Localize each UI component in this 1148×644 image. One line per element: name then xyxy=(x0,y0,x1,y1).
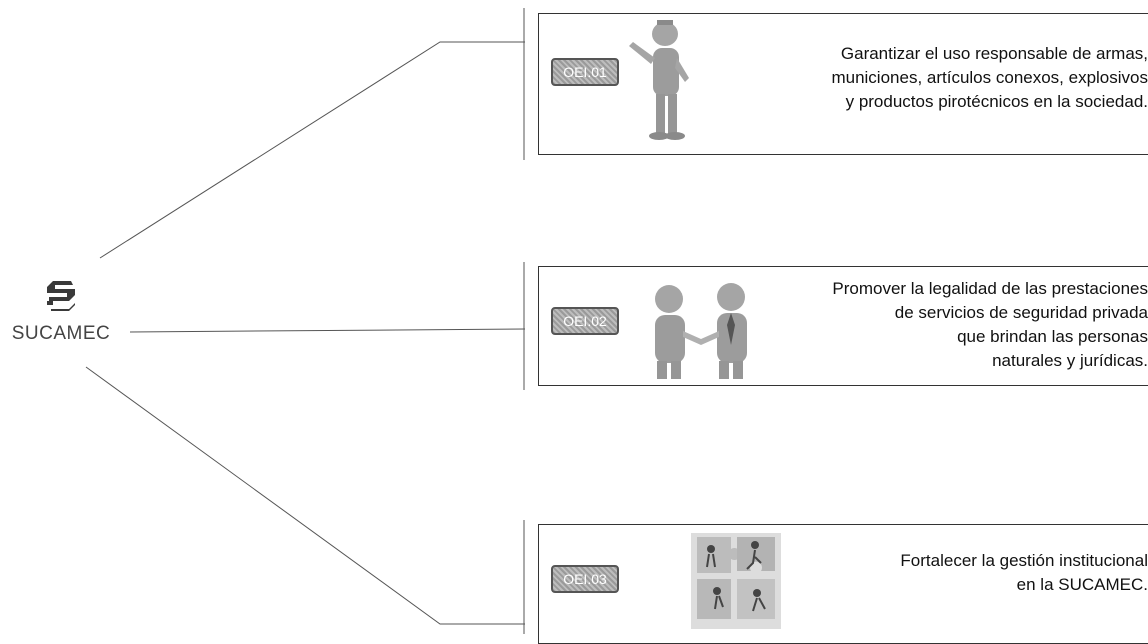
objective-code-badge: OEI.01 xyxy=(551,58,619,86)
objective-box-oei-03: OEI.03 Fortalecer la gestión institucion… xyxy=(538,524,1148,644)
objective-code-badge: OEI.03 xyxy=(551,565,619,593)
objective-box-oei-02: OEI.02 Promover la legalidad de las pres… xyxy=(538,266,1148,386)
connector-to-oei-03 xyxy=(85,366,525,625)
objective-code-badge: OEI.02 xyxy=(551,307,619,335)
objective-box-oei-01: OEI.01 Garantizar el uso responsable de … xyxy=(538,13,1148,155)
connector-to-oei-02 xyxy=(129,328,526,333)
objective-description: Garantizar el uso responsable de armas, … xyxy=(831,44,1148,111)
teamwork-puzzle-illustration xyxy=(691,533,781,629)
sucamec-logo: SUCAMEC xyxy=(6,275,116,345)
person-pointing-illustration xyxy=(629,20,689,140)
objective-description: Promover la legalidad de las prestacione… xyxy=(832,279,1148,370)
sucamec-logo-icon xyxy=(47,281,75,311)
connector-to-oei-01 xyxy=(99,41,525,259)
organization-name: SUCAMEC xyxy=(11,323,111,344)
objective-description: Fortalecer la gestión institucional en l… xyxy=(900,551,1148,594)
handshake-illustration xyxy=(655,283,747,379)
